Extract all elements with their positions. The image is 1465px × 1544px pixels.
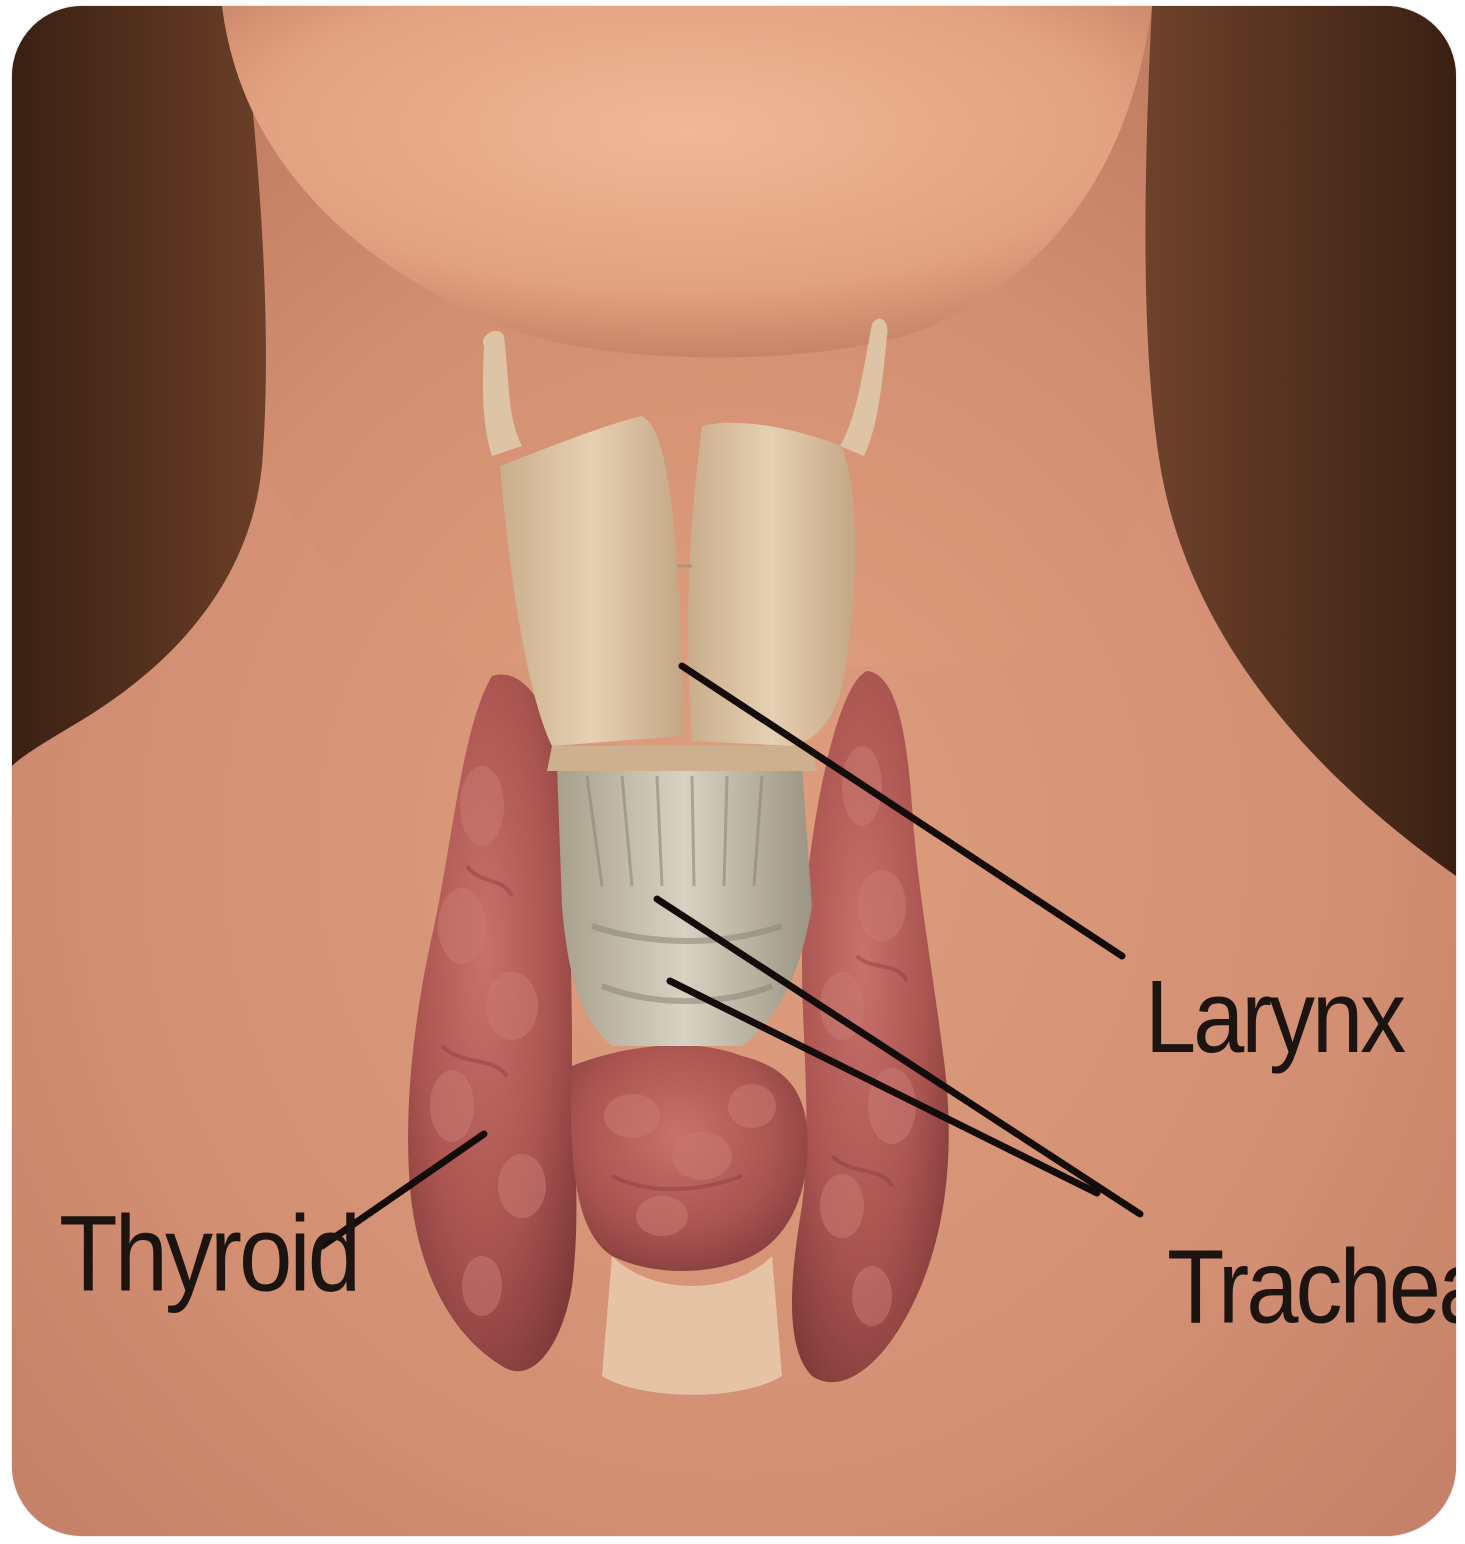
- illustration-card: Larynx Trachea Thyroid: [12, 6, 1456, 1536]
- thyroid-label: Thyroid: [59, 1201, 358, 1309]
- larynx-label: Larynx: [1145, 966, 1403, 1069]
- larynx-lower: [557, 766, 812, 1046]
- trachea-label: Trachea: [1167, 1234, 1456, 1339]
